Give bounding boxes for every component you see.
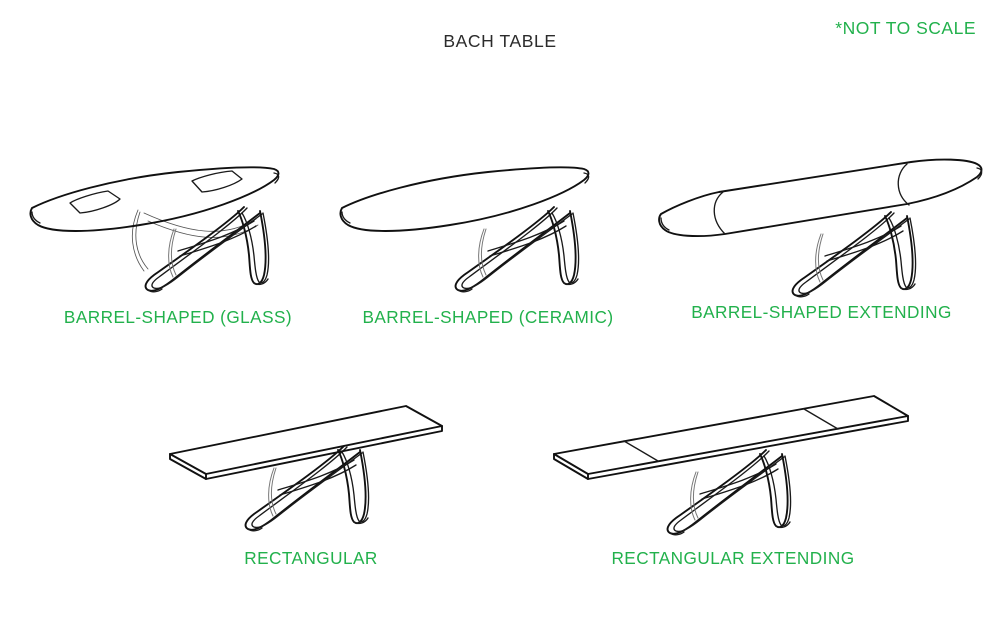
table-base-crossed-ribbon <box>144 206 270 293</box>
table-base-crossed-ribbon <box>454 206 580 293</box>
barrel-shaped-extending-drawing <box>658 158 983 298</box>
product-barrel-shaped-ceramic[interactable]: BARREL-SHAPED (CERAMIC) <box>338 155 638 327</box>
page-title: BACH TABLE <box>443 31 557 51</box>
barrel-shaped-glass-drawing <box>29 166 280 293</box>
ceramic-barrel-top <box>339 166 590 232</box>
table-base-crossed-ribbon <box>791 211 917 298</box>
product-barrel-shaped-extending[interactable]: BARREL-SHAPED EXTENDING <box>655 150 988 322</box>
rectangular-drawing <box>169 405 443 532</box>
barrel-shaped-ceramic-drawing <box>339 166 590 293</box>
product-rectangular[interactable]: RECTANGULAR <box>160 398 462 568</box>
product-label-rectangular: RECTANGULAR <box>244 548 378 568</box>
extending-rectangular-top <box>553 395 909 480</box>
product-rectangular-extending[interactable]: RECTANGULAR EXTENDING <box>548 392 918 568</box>
extending-barrel-top <box>658 158 983 238</box>
not-to-scale-note: *NOT TO SCALE <box>835 18 976 38</box>
product-label-barrel-shaped-extending: BARREL-SHAPED EXTENDING <box>691 302 952 322</box>
base-mounting-plates <box>69 170 243 214</box>
product-label-rectangular-extending: RECTANGULAR EXTENDING <box>611 548 855 568</box>
rectangular-extending-drawing <box>553 395 909 536</box>
product-barrel-shaped-glass[interactable]: BARREL-SHAPED (GLASS) <box>28 155 328 327</box>
product-label-barrel-shaped-glass: BARREL-SHAPED (GLASS) <box>63 307 293 327</box>
table-base-crossed-ribbon <box>666 449 792 536</box>
table-base-crossed-ribbon <box>244 445 370 532</box>
glass-barrel-top <box>29 166 280 232</box>
rectangular-top <box>169 405 443 480</box>
product-label-barrel-shaped-ceramic: BARREL-SHAPED (CERAMIC) <box>362 307 614 327</box>
